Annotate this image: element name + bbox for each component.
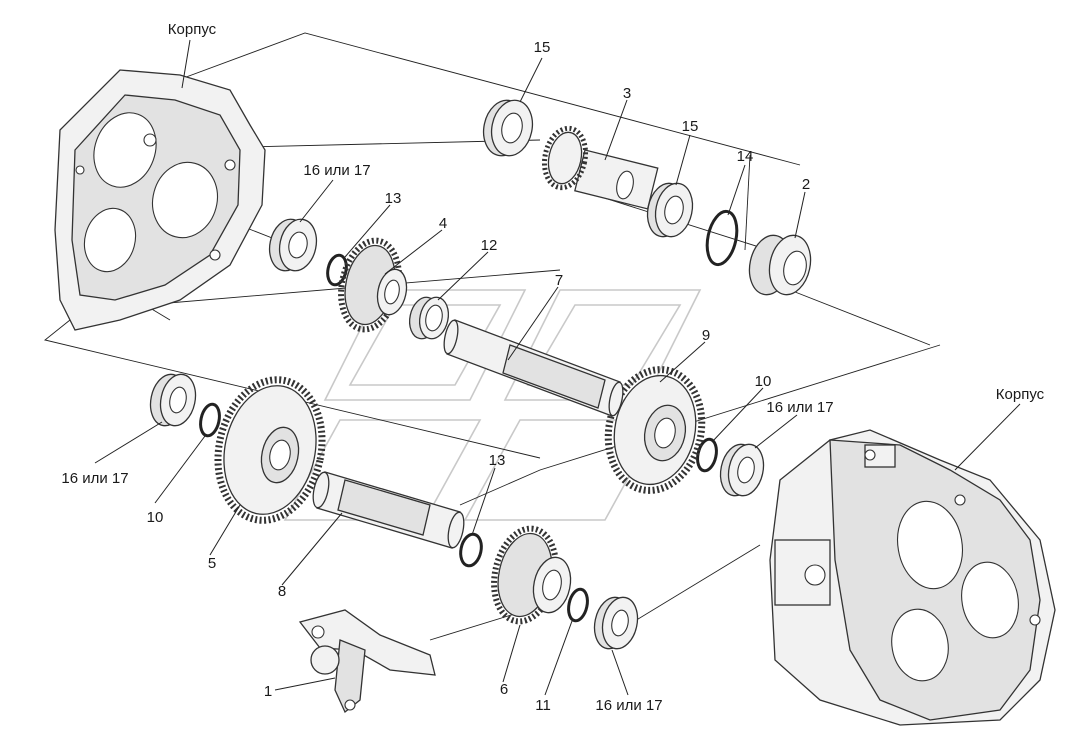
- label-part-2: 2: [801, 176, 811, 193]
- label-part-11: 11: [535, 697, 551, 714]
- bearing-16-lower-left: [149, 373, 197, 427]
- snap-ring-10-left: [199, 402, 221, 438]
- label-part-13-top: 13: [384, 190, 402, 207]
- gear-3-shaft: [541, 125, 659, 210]
- shift-fork-1: [298, 609, 436, 714]
- bearing-15-mid: [646, 182, 694, 238]
- shaft-8: [312, 471, 465, 549]
- retaining-ring-14: [705, 209, 739, 267]
- label-part-10-left: 10: [146, 509, 164, 526]
- snap-ring-13-bottom: [459, 532, 483, 568]
- label-part-1: 1: [263, 683, 273, 700]
- label-part-5: 5: [207, 555, 217, 572]
- label-part-6: 6: [499, 681, 509, 698]
- snap-ring-13-top: [326, 253, 348, 287]
- gear-5: [214, 376, 326, 524]
- left-housing: [54, 69, 266, 331]
- assembly-axis-lines: [43, 32, 941, 641]
- bearing-16-upper-left: [268, 218, 318, 272]
- snap-ring-11: [567, 587, 589, 623]
- bushing-12: [408, 296, 450, 340]
- bearing-2: [748, 234, 812, 296]
- label-part-4: 4: [438, 215, 448, 232]
- bearing-15-top: [482, 99, 534, 157]
- label-part-15-top: 15: [533, 39, 551, 56]
- right-housing: [769, 429, 1056, 726]
- gear-4: [338, 237, 408, 333]
- label-part-13-bottom: 13: [488, 452, 506, 469]
- label-part-14: 14: [736, 148, 754, 165]
- label-part-12: 12: [480, 237, 498, 254]
- label-part-8: 8: [277, 583, 287, 600]
- shaft-7: [443, 319, 624, 417]
- label-housing-right: Корпус: [995, 386, 1045, 403]
- label-bearing-16-17-bottom: 16 или 17: [595, 697, 663, 714]
- label-part-9: 9: [701, 327, 711, 344]
- label-housing-left: Корпус: [167, 21, 217, 38]
- bearing-16-bottom: [593, 596, 639, 650]
- label-bearing-16-17-upper: 16 или 17: [303, 162, 371, 179]
- label-bearing-16-17-left: 16 или 17: [61, 470, 129, 487]
- bearing-16-right: [719, 443, 765, 497]
- snap-ring-10-right: [696, 437, 718, 473]
- gear-6: [491, 525, 572, 625]
- label-bearing-16-17-right: 16 или 17: [766, 399, 834, 416]
- label-part-15-mid: 15: [681, 118, 699, 135]
- label-part-10-right: 10: [754, 373, 772, 390]
- label-part-7: 7: [554, 272, 564, 289]
- label-part-3: 3: [622, 85, 632, 102]
- leader-lines: [94, 39, 1021, 696]
